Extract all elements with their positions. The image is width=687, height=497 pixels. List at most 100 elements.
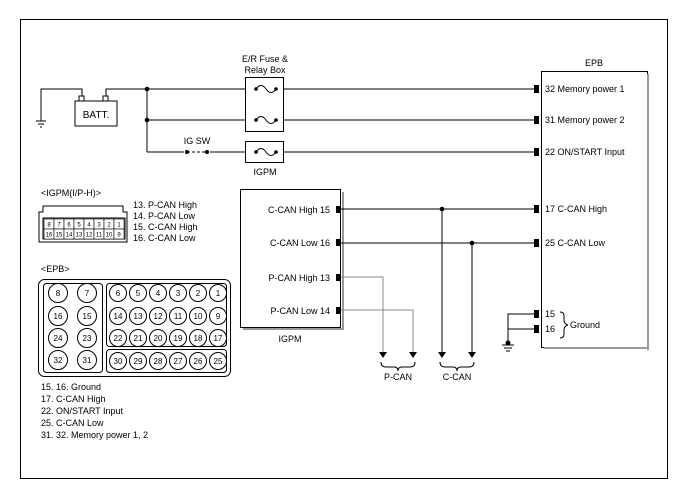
svg-text:14: 14	[66, 233, 73, 239]
igpm-legend-item: 16. C-CAN Low	[133, 233, 196, 243]
epb-ground-wire	[502, 313, 534, 352]
er-relay-label: Relay Box	[244, 65, 286, 75]
ccan-brace	[439, 361, 475, 372]
svg-text:27: 27	[174, 357, 183, 366]
igpm-connector-pin: 8	[43, 218, 55, 230]
svg-text:31: 31	[83, 356, 92, 365]
svg-text:20: 20	[154, 334, 163, 343]
epb-legend-item: 22. ON/START Input	[41, 406, 124, 416]
svg-text:32: 32	[54, 356, 63, 365]
epb-connector-pin: 12	[149, 307, 167, 325]
epb-connector-pin: 31	[77, 350, 97, 370]
svg-text:10: 10	[106, 233, 113, 239]
svg-text:9: 9	[117, 233, 121, 239]
igpm-fuse-label: IGPM	[253, 167, 276, 177]
epb-connector-pin: 1	[209, 284, 227, 302]
epb-connector-pin: 6	[109, 284, 127, 302]
igpm-connector-pin: 6	[63, 218, 75, 230]
svg-text:18: 18	[194, 334, 203, 343]
igpm-connector-title: <IGPM(I/P-H)>	[41, 188, 101, 198]
epb-legend-item: 25. C-CAN Low	[41, 418, 104, 428]
epb-pin-17: 17 C-CAN High	[545, 204, 607, 214]
epb-connector-pin: 5	[129, 284, 147, 302]
epb-connector-pin: 21	[129, 329, 147, 347]
igpm-legend-item: 15. C-CAN High	[133, 222, 198, 232]
svg-text:3: 3	[97, 223, 101, 229]
ig-sw-label: IG SW	[184, 136, 211, 146]
epb-legend-item: 15. 16. Ground	[41, 382, 101, 392]
svg-text:5: 5	[136, 289, 141, 298]
er-fuse-label: E/R Fuse &	[242, 54, 288, 64]
epb-connector-pin: 15	[77, 306, 97, 326]
epb-pin-15: 15	[545, 309, 555, 319]
epb-connector-pin: 18	[189, 329, 207, 347]
igpm-connector-pin: 15	[53, 228, 65, 240]
svg-text:12: 12	[154, 312, 163, 321]
er-fuse-relay-box: E/R Fuse & Relay Box	[242, 54, 288, 132]
epb-connector-pin: 10	[189, 307, 207, 325]
epb-pin-31: 31 Memory power 2	[545, 115, 625, 125]
epb-connector-pin: 26	[189, 352, 207, 370]
epb-pin-16: 16	[545, 324, 555, 334]
svg-text:21: 21	[134, 334, 143, 343]
epb-pin-22: 22 ON/START Input	[545, 147, 625, 157]
igpm-connector-pin: 10	[103, 228, 115, 240]
igpm-connector-pin: 12	[83, 228, 95, 240]
svg-text:12: 12	[86, 233, 93, 239]
svg-text:8: 8	[47, 223, 51, 229]
igpm-pin-terminals	[336, 206, 341, 314]
wire-junction	[144, 117, 150, 123]
svg-text:29: 29	[134, 357, 143, 366]
epb-connector-pin: 27	[169, 352, 187, 370]
svg-text:15: 15	[83, 312, 92, 321]
svg-text:5: 5	[77, 223, 81, 229]
battery: BATT.	[74, 95, 118, 127]
svg-text:9: 9	[216, 312, 221, 321]
svg-text:14: 14	[114, 312, 123, 321]
igpm-pin-pcan-high: P-CAN High 13	[268, 273, 330, 283]
igpm-connector-pin: 5	[73, 218, 85, 230]
svg-text:25: 25	[214, 357, 223, 366]
epb-connector-pin: 13	[129, 307, 147, 325]
epb-connector-pin: 30	[109, 352, 127, 370]
igpm-connector-pin: 13	[73, 228, 85, 240]
battery-ground	[36, 88, 83, 128]
svg-text:10: 10	[194, 312, 203, 321]
svg-text:23: 23	[83, 334, 92, 343]
svg-text:6: 6	[67, 223, 71, 229]
igpm-connector-pin: 7	[53, 218, 65, 230]
ccan-label: C-CAN	[443, 372, 472, 382]
epb-connector-pin: 3	[169, 284, 187, 302]
igpm-pin-pcan-low: P-CAN Low 14	[270, 306, 330, 316]
igpm-connector-pin: 9	[113, 228, 125, 240]
epb-legend-item: 31. 32. Memory power 1, 2	[41, 430, 148, 440]
svg-text:11: 11	[96, 233, 103, 239]
epb-connector-pin: 29	[129, 352, 147, 370]
epb-connector-pin: 25	[209, 352, 227, 370]
epb-legend-item: 17. C-CAN High	[41, 394, 106, 404]
bus-arrow-icons	[379, 352, 476, 358]
ig-switch: IG SW	[184, 136, 211, 154]
igpm-legend-item: 13. P-CAN High	[133, 200, 197, 210]
svg-text:2: 2	[196, 289, 201, 298]
svg-text:19: 19	[174, 334, 183, 343]
svg-text:30: 30	[114, 357, 123, 366]
svg-text:16: 16	[54, 312, 63, 321]
svg-text:8: 8	[56, 289, 61, 298]
epb-connector-pin: 19	[169, 329, 187, 347]
epb-connector-pin: 22	[109, 329, 127, 347]
epb-title: EPB	[585, 58, 603, 68]
diagram-frame	[20, 19, 668, 479]
svg-text:28: 28	[154, 357, 163, 366]
igpm-connector-pin: 14	[63, 228, 75, 240]
svg-text:2: 2	[107, 223, 111, 229]
ground-brace	[559, 311, 569, 339]
battery-label: BATT.	[83, 110, 109, 121]
igpm-legend-item: 14. P-CAN Low	[133, 211, 196, 221]
igpm-fuse-box: IGPM	[245, 141, 284, 177]
epb-connector-pin: 8	[48, 283, 68, 303]
igpm-connector-pin: 3	[93, 218, 105, 230]
svg-text:6: 6	[116, 289, 121, 298]
